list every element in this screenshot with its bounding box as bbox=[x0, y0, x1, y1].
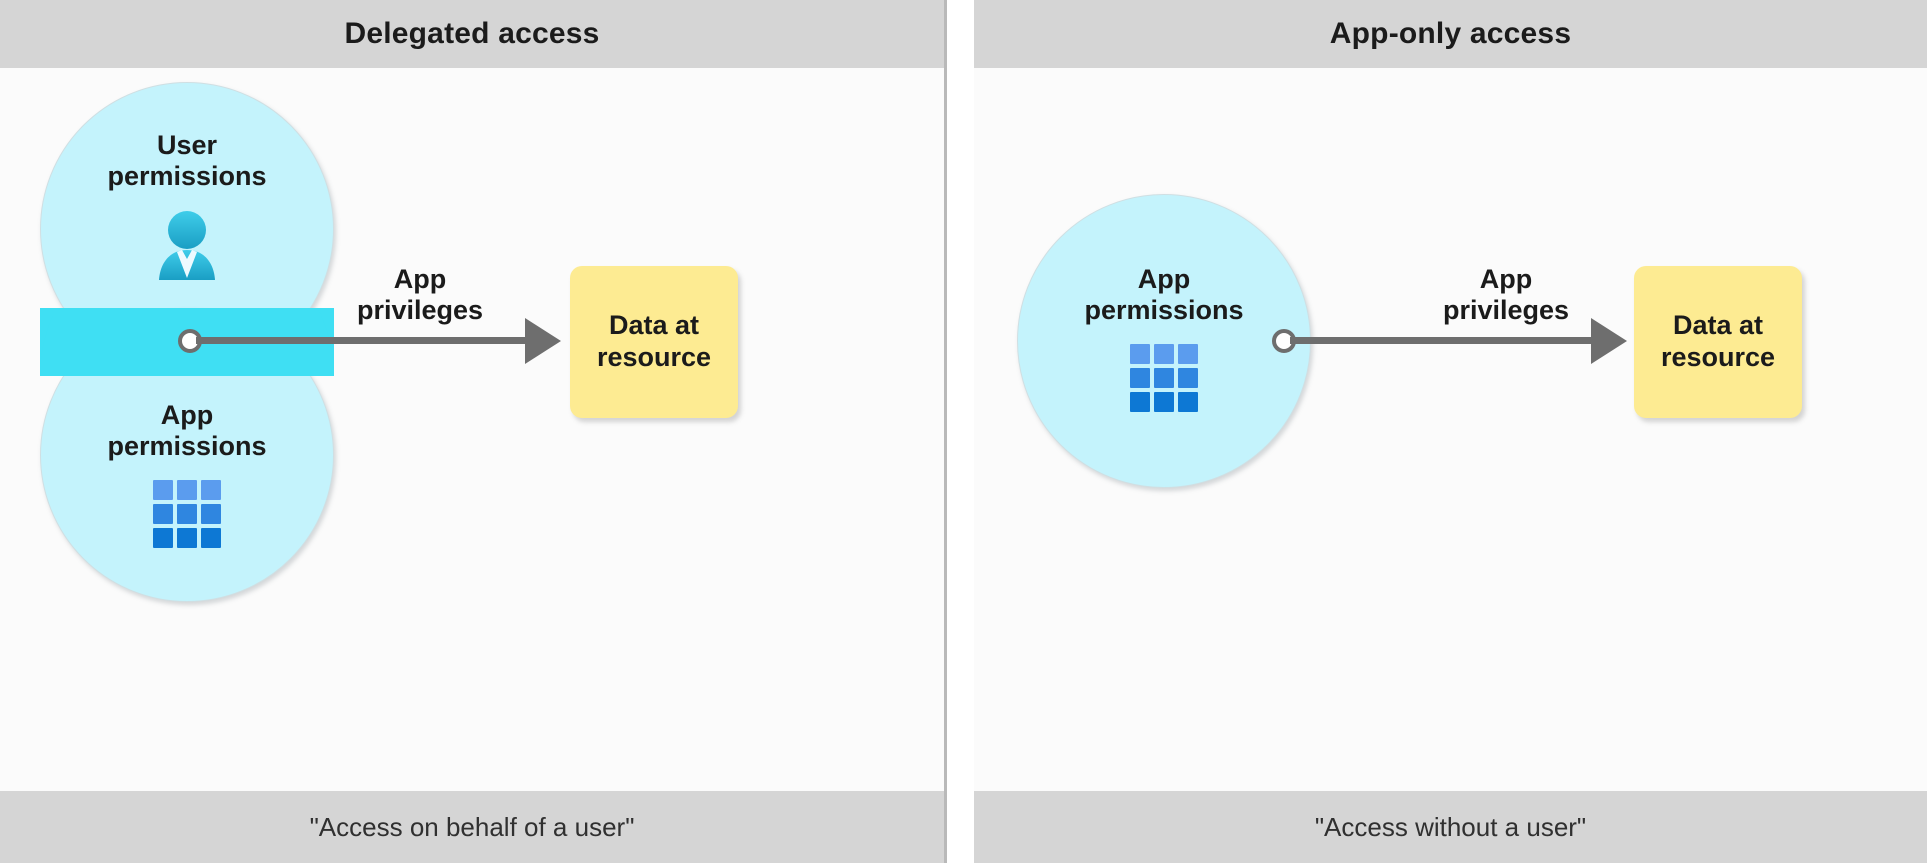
connector-arrow bbox=[525, 318, 561, 364]
app-grid-icon bbox=[153, 480, 221, 548]
panel-footer-delegated-access: "Access on behalf of a user" bbox=[0, 791, 944, 863]
connector-line bbox=[196, 337, 536, 344]
connector-label-app-privileges: App privileges bbox=[1442, 264, 1570, 326]
panel-header-delegated-access: Delegated access bbox=[0, 0, 944, 68]
panel-header-app-only-access: App-only access bbox=[974, 0, 1927, 68]
bubble-label-app-permissions: App permissions bbox=[107, 400, 267, 462]
resource-box-data-at-resource: Data at resource bbox=[1634, 266, 1802, 418]
panel-app-only-access: App-only access App permissions App priv… bbox=[974, 0, 1927, 863]
user-person-icon bbox=[159, 211, 215, 280]
resource-box-data-at-resource: Data at resource bbox=[570, 266, 738, 418]
bubble-app-permissions bbox=[1017, 194, 1311, 488]
panel-delegated-access: Delegated access User permissions bbox=[0, 0, 944, 863]
app-grid-icon bbox=[1130, 344, 1198, 412]
connector-arrow bbox=[1591, 318, 1627, 364]
connector-label-app-privileges: App privileges bbox=[356, 264, 484, 326]
bubble-label-app-permissions: App permissions bbox=[1084, 264, 1244, 326]
bubble-label-user-permissions: User permissions bbox=[107, 130, 267, 192]
panel-footer-app-only-access: "Access without a user" bbox=[974, 791, 1927, 863]
panel-divider bbox=[944, 0, 947, 863]
panel-body-app-only-access: App permissions App privileges Data at r… bbox=[974, 68, 1927, 791]
connector-line bbox=[1290, 337, 1600, 344]
panel-body-delegated-access: User permissions App permissions bbox=[0, 68, 944, 791]
